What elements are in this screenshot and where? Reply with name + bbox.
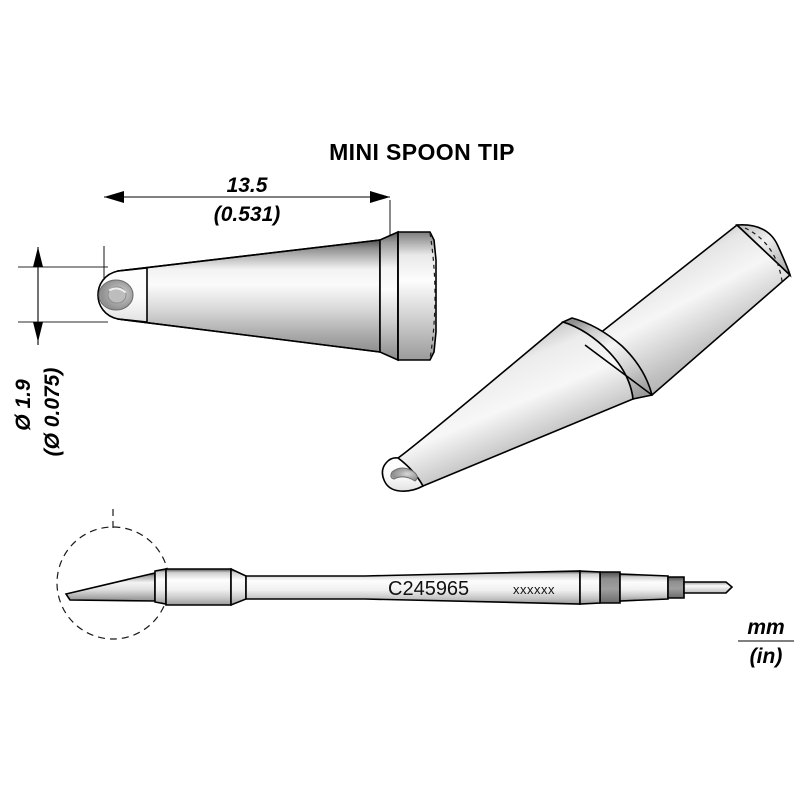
cone-top-edge — [117, 239, 381, 272]
drawing-title: MINI SPOON TIP — [329, 139, 515, 165]
spoon-cavity-inner — [107, 286, 127, 304]
part-number-label: C245965 — [388, 578, 469, 600]
cartridge-ferrule — [154, 568, 167, 605]
dimension-diameter-in: (Ø 0.075) — [41, 368, 64, 457]
cartridge-pin — [683, 581, 734, 594]
cartridge-front-sleeve — [165, 568, 232, 606]
dimension-length-in: (0.531) — [214, 203, 281, 226]
tip-shoulder — [379, 230, 399, 362]
tip-collar — [397, 231, 437, 361]
iso-collar-edge — [584, 344, 653, 396]
arrowhead-up — [33, 247, 43, 267]
units-denominator: (in) — [750, 645, 783, 668]
cartridge-tip-cone — [64, 571, 156, 602]
cartridge-band-lead — [579, 570, 601, 605]
cartridge-rear-sleeve — [619, 573, 669, 602]
spoon-cavity-highlight — [109, 287, 126, 293]
iso-spoon-cavity — [390, 467, 418, 482]
part-number-suffix: xxxxxx — [513, 582, 555, 597]
cone-bottom-edge — [117, 318, 381, 353]
arrowhead-right — [370, 191, 390, 203]
cartridge-band-rear — [667, 576, 685, 599]
arrowhead-down — [33, 322, 43, 342]
cartridge-assembly-view — [56, 505, 734, 640]
dimension-length-mm: 13.5 — [227, 174, 268, 197]
isometric-3d-view — [381, 223, 792, 492]
arrowhead-left — [104, 191, 124, 203]
units-legend: mm (in) — [738, 616, 794, 668]
dimension-diameter-mm: Ø 1.9 — [12, 379, 35, 431]
break-line — [429, 232, 436, 360]
iso-break-line — [744, 227, 783, 282]
cartridge-transition — [230, 567, 247, 607]
units-numerator: mm — [747, 616, 784, 639]
cartridge-band-main — [599, 571, 621, 604]
side-elevation-view — [18, 191, 437, 362]
